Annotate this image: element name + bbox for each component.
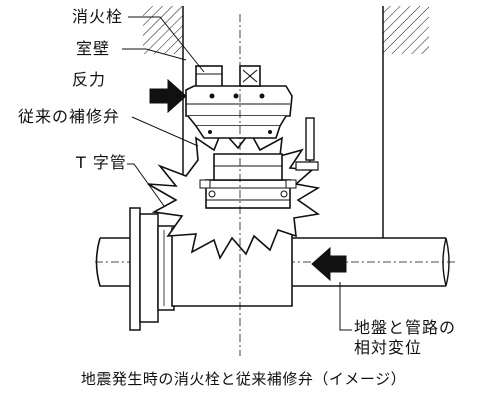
leader-lines [118, 16, 352, 331]
relative-displacement-line1: 地盤と管路の [354, 318, 457, 337]
hydrant-label: 消火栓 [72, 7, 124, 26]
pipe-flange [129, 207, 175, 331]
displacement-arrow [311, 246, 347, 282]
relative-displacement-line2: 相対変位 [354, 338, 423, 357]
reaction-force-arrow [149, 78, 187, 114]
figure-caption: 地震発生時の消火栓と従来補修弁（イメージ） [80, 370, 407, 388]
reaction-force-label: 反力 [72, 70, 107, 89]
wall-label: 室壁 [76, 39, 111, 58]
tee-pipe-label: T 字管 [76, 153, 127, 172]
conventional-valve-body [199, 153, 297, 209]
relative-displacement-label: 地盤と管路の 相対変位 [354, 318, 456, 358]
fire-hydrant [185, 65, 293, 139]
chamber-wall-right [382, 6, 429, 238]
valve-handle [295, 117, 319, 172]
conventional-valve-label: 従来の補修弁 [18, 107, 121, 126]
